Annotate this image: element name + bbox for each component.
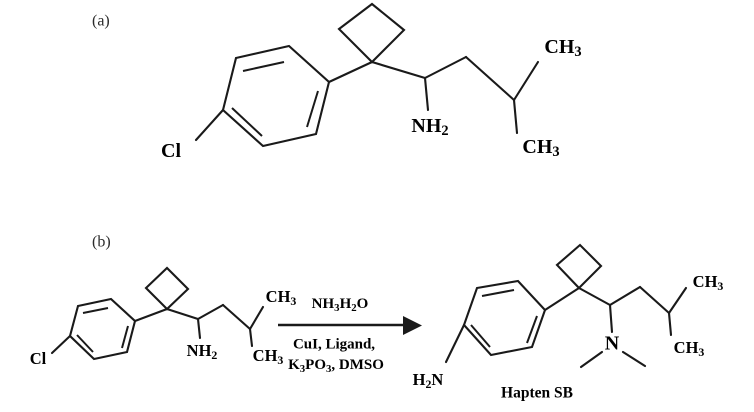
- product-c-n-bond: [608, 303, 614, 334]
- conditions-line-2: K3PO3, DMSO: [288, 357, 384, 375]
- product-methyl-bottom-bond: [667, 311, 673, 337]
- panel-a-methyl-top-bond: [512, 60, 540, 102]
- product-cyclobutane-ring: [555, 243, 603, 290]
- reactant-aryl-quaternary-bond: [133, 307, 169, 323]
- panel-a-chain-bond-3: [464, 55, 516, 102]
- product-n-methyl-right-bond: [621, 350, 647, 368]
- conditions-line-1: CuI, Ligand,: [293, 336, 375, 352]
- panel-a-c-cl-bond: [194, 108, 225, 142]
- reactant-chain-bond-2: [196, 303, 225, 321]
- panel-b-product-group: H2N N CH3 CH3 Hapten SB: [413, 243, 724, 402]
- product-chain-bond-3: [638, 285, 671, 315]
- reactant-chain-bond-1: [165, 307, 200, 321]
- reactant-c-cl-bond: [50, 334, 72, 355]
- product-aryl-quaternary-bond: [543, 286, 581, 312]
- panel-a-amine-label: NH2: [411, 115, 448, 140]
- reactant-cyclobutane-ring: [144, 266, 190, 311]
- product-dimethylamino-label: N: [605, 333, 620, 355]
- product-benzene-ring: [462, 279, 547, 357]
- panel-b-group: (b) Cl NH2: [30, 234, 724, 402]
- reaction-arrow-group: NH3H2O CuI, Ligand, K3PO3, DMSO: [278, 296, 422, 375]
- product-aniline-amine-label: H2N: [413, 370, 444, 391]
- panel-a-cyclobutane-ring: [337, 2, 406, 64]
- panel-a-group: (a) Cl NH2: [92, 2, 582, 162]
- product-methyl-top-label: CH3: [693, 272, 724, 293]
- product-chain-bond-2: [608, 285, 642, 307]
- reactant-c-nh2-bond: [196, 317, 202, 340]
- panel-a-benzene-ring: [221, 44, 331, 148]
- panel-a-methyl-bottom-bond: [512, 98, 519, 135]
- reactant-methyl-bottom-label: CH3: [253, 346, 284, 367]
- panel-a-chain-bond-1: [370, 60, 427, 80]
- panel-a-c-nh2-bond: [423, 76, 430, 112]
- product-name-caption: Hapten SB: [501, 385, 573, 402]
- reactant-amine-label: NH2: [187, 341, 218, 362]
- reactant-chain-bond-3: [221, 303, 252, 331]
- product-methyl-top-bond: [667, 286, 688, 315]
- panel-a-aryl-quaternary-bond: [327, 60, 374, 84]
- product-c-nh2-bond: [444, 323, 466, 364]
- panel-a-label: (a): [92, 13, 110, 30]
- panel-b-label: (b): [92, 234, 111, 251]
- reactant-methyl-top-bond: [248, 305, 265, 331]
- reactant-methyl-bottom-bond: [248, 327, 254, 348]
- panel-a-methyl-bottom-label: CH3: [522, 136, 559, 161]
- reagent-above-arrow-label: NH3H2O: [312, 296, 369, 314]
- panel-a-chlorine-label: Cl: [161, 140, 181, 162]
- panel-a-chain-bond-2: [423, 55, 468, 80]
- reactant-methyl-top-label: CH3: [266, 287, 297, 308]
- product-methyl-bottom-label: CH3: [674, 338, 705, 359]
- reactant-chlorine-label: Cl: [30, 349, 47, 368]
- panel-b-reactant-group: Cl NH2 CH3 CH3: [30, 266, 297, 368]
- product-chain-bond-1: [577, 286, 612, 307]
- reaction-arrow-head: [403, 316, 422, 335]
- product-n-methyl-left-bond: [579, 350, 604, 369]
- reactant-benzene-ring: [68, 297, 137, 361]
- panel-a-methyl-top-label: CH3: [544, 36, 581, 61]
